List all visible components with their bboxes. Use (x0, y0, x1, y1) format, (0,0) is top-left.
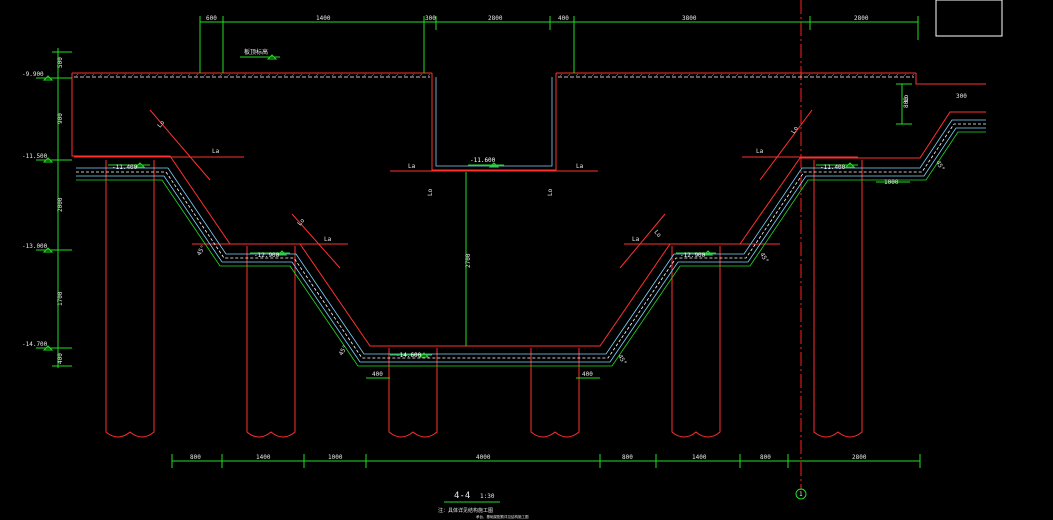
grid-axis-number: 1 (799, 491, 803, 498)
rebar-lines (74, 76, 986, 367)
level-left-step1: -11.400 (112, 164, 138, 171)
level-right-step2: -12.900 (680, 252, 706, 259)
label-la-4: La (576, 163, 584, 170)
elevation-markers (42, 54, 856, 358)
label-lo-3: Lo (427, 188, 434, 196)
section-note: 注：具体详见结构施工图 (438, 507, 493, 514)
bottom-dim-2: 1400 (256, 454, 271, 461)
top-dim-5: 400 (558, 15, 569, 22)
label-la-3: La (408, 163, 416, 170)
section-title: 4-4 (454, 491, 470, 501)
dim-300: 300 (956, 93, 967, 100)
label-la-5: La (632, 236, 640, 243)
dim-400-left: 400 (372, 371, 383, 378)
level-right-step1: -11.400 (820, 164, 846, 171)
concrete-outline (71, 72, 986, 438)
dim-1000: 1000 (884, 179, 899, 186)
elevation-3: -14.700 (22, 341, 48, 348)
label-lo-6: Lo (790, 125, 800, 135)
bottom-dim-4: 4000 (476, 454, 491, 461)
dim-400-right: 400 (582, 371, 593, 378)
bottom-dim-5: 800 (622, 454, 633, 461)
angle-3: 45° (616, 354, 627, 367)
elevation-1: -11.500 (22, 153, 48, 160)
bottom-dim-7: 800 (760, 454, 771, 461)
left-dim-2: 900 (57, 113, 64, 124)
label-la-2: La (324, 236, 332, 243)
label-la-1: La (212, 148, 220, 155)
top-dim-7: 2800 (854, 15, 869, 22)
left-dim-4: 1700 (57, 291, 64, 306)
level-left-step2: -12.900 (254, 252, 280, 259)
angle-4: 45° (758, 252, 769, 265)
section-scale: 1:30 (480, 493, 495, 500)
left-dim-1: 500 (57, 57, 64, 68)
elevation-top: -9.900 (22, 71, 44, 78)
label-la-6: La (756, 148, 764, 155)
bottom-dim-6: 1400 (692, 454, 707, 461)
slab-note: 板顶标高 (244, 48, 268, 56)
label-lo-7: Lo (903, 94, 910, 102)
label-lo-5: Lo (652, 229, 662, 239)
dimension-lines (36, 16, 921, 503)
outline-hatch-marks (75, 73, 915, 77)
top-dim-3: 300 (425, 15, 436, 22)
section-note-2: 承台、基础梁配筋详见结构施工图 (476, 514, 529, 519)
label-lo-2: Lo (296, 217, 306, 227)
dim-2700: 2700 (465, 253, 472, 268)
bottom-dim-3: 1000 (328, 454, 343, 461)
bottom-dim-1: 800 (190, 454, 201, 461)
top-dim-4: 2800 (488, 15, 503, 22)
level-pit-bottom: -11.600 (470, 157, 496, 164)
angle-1: 45° (196, 244, 207, 257)
elevation-2: -13.000 (22, 243, 48, 250)
top-dim-6: 3800 (682, 15, 697, 22)
angle-2: 45° (338, 344, 349, 357)
bottom-dim-8: 2800 (852, 454, 867, 461)
title-block-frame (935, 0, 1003, 37)
level-bottom: -14.600 (396, 352, 422, 359)
dim-800: 800 (903, 97, 910, 108)
top-dim-1: 600 (206, 15, 217, 22)
left-dim-5: 400 (57, 353, 64, 364)
top-dim-2: 1400 (316, 15, 331, 22)
grid-axis-bubble (795, 488, 807, 500)
left-dim-3: 2000 (57, 197, 64, 212)
label-lo-4: Lo (547, 188, 554, 196)
label-lo-1: Lo (156, 119, 166, 129)
angle-5: 45° (934, 160, 945, 173)
